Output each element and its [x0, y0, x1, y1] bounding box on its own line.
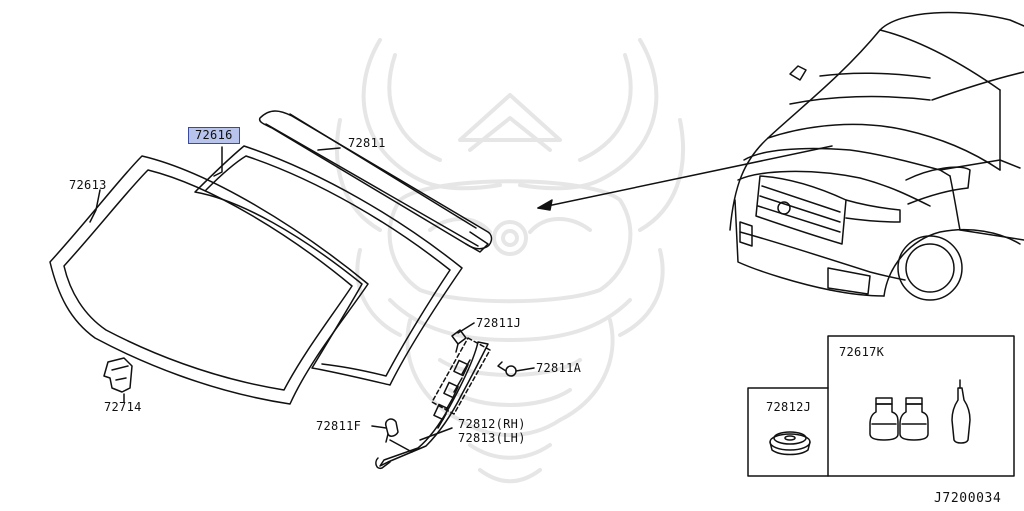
part-label-72714[interactable]: 72714: [104, 400, 142, 414]
part-label-72613[interactable]: 72613: [69, 178, 107, 192]
clip-72714: [103, 357, 133, 393]
vehicle-outline: [729, 11, 1024, 231]
windshield-glass: [49, 155, 369, 405]
part-label-72811J[interactable]: 72811J: [476, 316, 522, 330]
part-label-72811F[interactable]: 72811F: [316, 419, 362, 433]
part-label-72811[interactable]: 72811: [348, 136, 386, 150]
part-label-72813-lh[interactable]: 72813(LH): [458, 431, 526, 445]
diagram-code: J7200034: [934, 491, 1002, 506]
part-label-72812J[interactable]: 72812J: [766, 400, 812, 414]
top-molding-strip: [258, 110, 493, 250]
part-label-72617K[interactable]: 72617K: [839, 345, 885, 359]
part-label-72811A[interactable]: 72811A: [536, 361, 582, 375]
windshield-molding: [194, 145, 463, 386]
part-label-72812-rh[interactable]: 72812(RH): [458, 417, 526, 431]
part-label-72616[interactable]: 72616: [188, 127, 240, 144]
side-molding: [379, 341, 489, 467]
